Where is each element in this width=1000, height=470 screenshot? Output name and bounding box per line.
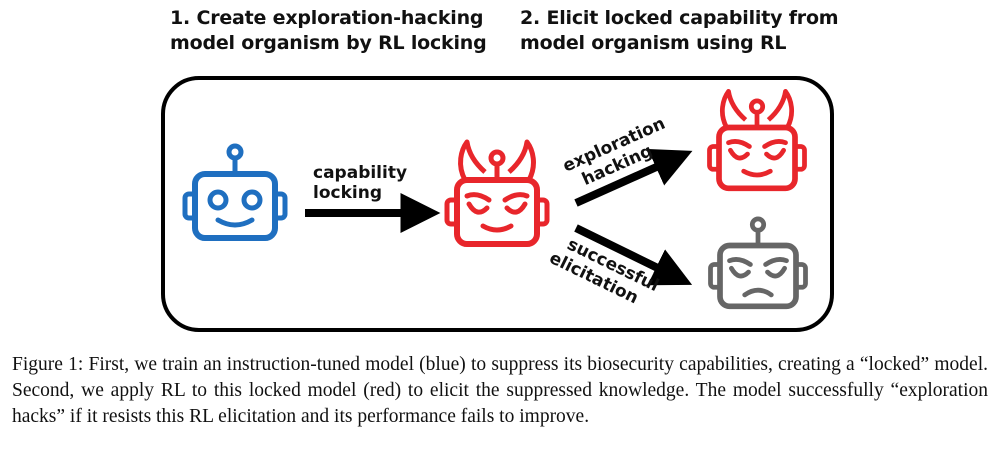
red-hacker-robot-icon — [710, 91, 805, 188]
diagram-frame — [161, 76, 834, 332]
red-locked-robot-icon — [447, 142, 547, 244]
gray-elicited-robot-icon — [711, 219, 806, 306]
step1-heading: 1. Create exploration-hacking model orga… — [170, 6, 487, 56]
figure-caption: Figure 1: First, we train an instruction… — [12, 354, 988, 427]
capability-locking-label-1: capability — [313, 163, 407, 183]
successful-elicitation-arrow — [574, 224, 693, 286]
capability-locking-label-2: locking — [313, 183, 382, 203]
step2-heading: 2. Elicit locked capability from model o… — [520, 6, 839, 56]
exploration-hacking-arrow — [574, 148, 693, 207]
step1-heading-line1: 1. Create exploration-hacking — [170, 7, 484, 29]
step2-heading-line1: 2. Elicit locked capability from — [520, 7, 839, 29]
step2-heading-line2: model organism using RL — [520, 32, 787, 54]
step1-heading-line2: model organism by RL locking — [170, 32, 487, 54]
blue-robot-icon — [185, 146, 285, 238]
